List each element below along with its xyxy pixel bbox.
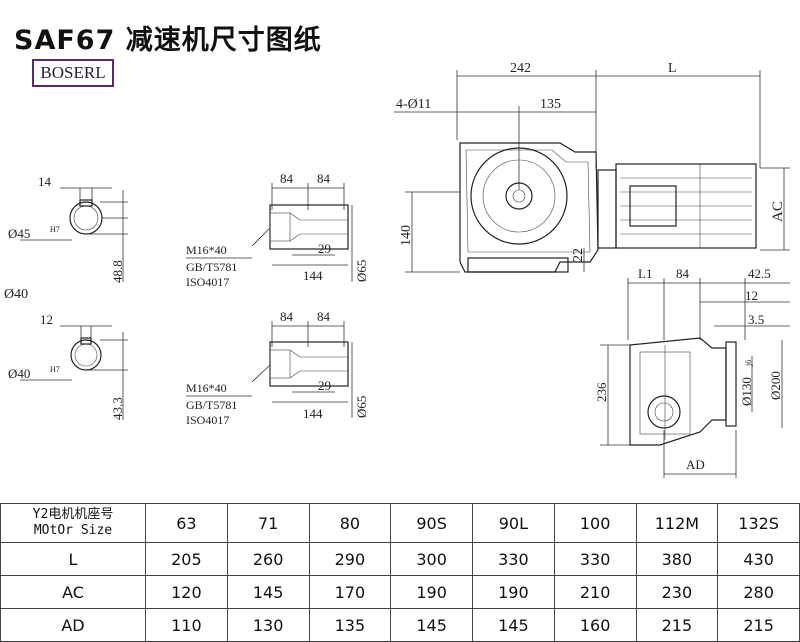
bore-45: Ø45 [8,226,30,241]
dim-140: 140 [399,225,414,246]
size-cell: 90S [390,503,473,543]
dim-135: 135 [540,97,561,112]
table-cell: 130 [226,608,310,642]
dim-AC: AC [770,201,786,222]
dim-3-5: 3.5 [748,312,764,327]
dim-84-right-b: 84 [317,309,331,324]
shaft-section-45: 14 Ø45 H7 48.8 [8,174,128,283]
motor-size-header-en: MOtOr Size [33,523,113,538]
front-view: 242 L 4-Ø11 135 140 22 AC [394,61,790,273]
row-label: AC [0,575,146,609]
dim-84-right-a: 84 [317,171,331,186]
table-cell: 210 [553,575,637,609]
table-cell: 145 [472,608,555,642]
bolt-spec-a: M16*40 [186,243,227,257]
dim-L: L [668,61,677,76]
size-cell: 90L [472,503,555,543]
dim-42-5: 42.5 [748,266,771,281]
table-cell: 215 [717,608,800,642]
dim-29-b: 29 [318,378,331,393]
table-cell: 190 [390,575,473,609]
dim-84-side: 84 [676,266,690,281]
table-row: AC 120 145 170 190 190 210 230 280 [0,575,800,609]
table-row: AD 110 130 135 145 145 160 215 215 [0,608,800,642]
dim-130: Ø130 [739,377,754,406]
dim-236: 236 [594,382,609,402]
table-cell: 205 [145,542,228,576]
key-width-12: 12 [40,312,53,327]
dim-12: 12 [745,288,758,303]
table-cell: 145 [226,575,310,609]
label-d40: Ø40 [4,287,28,302]
dim-84-left-a: 84 [280,171,294,186]
dim-AD: AD [686,457,705,472]
dim-84-left-b: 84 [280,309,294,324]
table-cell: 230 [635,575,719,609]
shaft-section-40: 12 Ø40 H7 43.3 [8,312,128,420]
dim-144-a: 144 [303,268,323,283]
motor-size-header-cn: Y2电机机座号 [32,507,114,522]
table-cell: 260 [226,542,310,576]
size-cell: 63 [145,503,228,543]
standard-gb-b: GB/T5781 [186,398,237,412]
dim-29-a: 29 [318,241,331,256]
standard-iso-a: ISO4017 [186,275,229,289]
dim-130-tolerance: j6 [744,360,753,367]
end-view-a: 84 84 29 144 Ø65 M16*40 GB/T5781 ISO4017 [186,171,369,289]
table-row: L 205 260 290 300 330 330 380 430 [0,542,800,576]
page-title: SAF67 减速机尺寸图纸 [14,25,322,56]
table-cell: 430 [717,542,800,576]
table-cell: 290 [308,542,392,576]
motor-size-header: Y2电机机座号 MOtOr Size [0,503,146,543]
row-label: L [0,542,146,576]
side-view: L1 84 42.5 12 3.5 236 Ø130 j6 Ø200 AD [594,266,790,478]
bore-40-tolerance: H7 [50,365,60,374]
size-cell: 100 [553,503,637,543]
dim-242: 242 [510,61,531,76]
standard-iso-b: ISO4017 [186,413,229,427]
table-cell: 330 [472,542,555,576]
table-cell: 380 [635,542,719,576]
holes-4-11: 4-Ø11 [396,97,431,112]
end-view-b: 84 84 29 144 Ø65 M16*40 GB/T5781 ISO4017 [186,309,369,427]
table-cell: 190 [472,575,555,609]
brand-logo: BOSERL [32,59,114,87]
key-width-14: 14 [38,174,52,189]
dim-65-a: Ø65 [354,260,369,282]
dim-L1: L1 [638,266,652,281]
technical-drawing: 14 Ø45 H7 48.8 Ø40 12 Ø40 H7 43.3 84 84 [4,61,790,478]
table-header-row: Y2电机机座号 MOtOr Size 63 71 80 90S 90L 100 … [0,503,800,543]
table-cell: 300 [390,542,473,576]
table-cell: 280 [717,575,800,609]
size-cell: 71 [226,503,310,543]
dim-22: 22 [571,248,586,262]
depth-43-3: 43.3 [110,397,125,420]
bore-45-tolerance: H7 [50,225,60,234]
size-cell: 112M [635,503,719,543]
bore-40: Ø40 [8,366,30,381]
table-cell: 120 [145,575,228,609]
dim-144-b: 144 [303,406,323,421]
table-cell: 170 [308,575,392,609]
dimension-table: Y2电机机座号 MOtOr Size 63 71 80 90S 90L 100 … [0,503,800,642]
size-cell: 80 [308,503,392,543]
depth-48-8: 48.8 [110,260,125,283]
table-cell: 330 [553,542,637,576]
table-cell: 160 [553,608,637,642]
bolt-spec-b: M16*40 [186,381,227,395]
standard-gb-a: GB/T5781 [186,260,237,274]
dim-65-b: Ø65 [354,396,369,418]
dim-200: Ø200 [768,371,783,400]
size-cell: 132S [717,503,800,543]
